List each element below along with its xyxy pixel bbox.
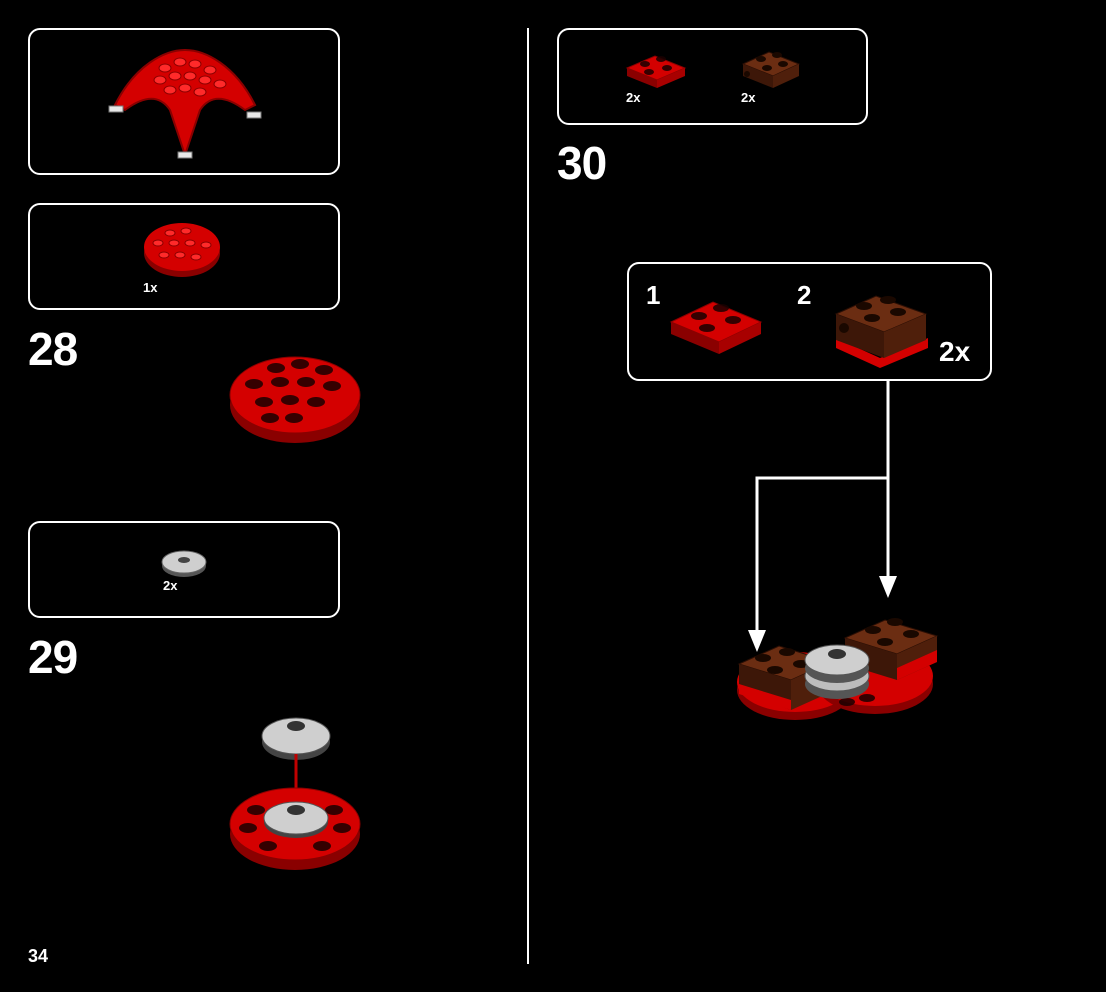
- gray-round-tile-icon: [160, 547, 210, 579]
- red-round-plate-icon: [142, 219, 222, 279]
- part-quantity: 1x: [143, 280, 157, 295]
- red-plate-2x2-icon: [623, 46, 689, 90]
- arrow-down-icon: [879, 576, 897, 598]
- step-28-parts-list: 1x: [28, 203, 340, 310]
- page-number: 34: [28, 946, 48, 967]
- part-quantity: 2x: [163, 578, 177, 593]
- step-number: 29: [28, 634, 77, 680]
- step-29-parts-list: 2x: [28, 521, 340, 618]
- previous-assembly-callout: [28, 28, 340, 175]
- brown-bracket-brick-icon: [739, 44, 805, 92]
- red-dome-assembly-image: [105, 40, 265, 160]
- subassembly-callout: 1 2 2x: [627, 262, 992, 381]
- substep-number: 2: [797, 280, 811, 311]
- step-number: 30: [557, 140, 606, 186]
- step-30-assembly-image: [735, 598, 945, 738]
- step-29-tile-placement-image: [228, 710, 363, 875]
- substep-2-brown-on-red-image: [832, 286, 932, 370]
- substep-number: 1: [646, 280, 660, 311]
- part-quantity: 2x: [626, 90, 640, 105]
- column-divider: [527, 28, 529, 964]
- step-30-parts-list: 2x 2x: [557, 28, 868, 125]
- step-28-red-round-plate-image: [228, 350, 363, 445]
- step-number: 28: [28, 326, 77, 372]
- substep-1-red-plate-image: [669, 294, 765, 366]
- subassembly-multiplier: 2x: [939, 336, 970, 368]
- part-quantity: 2x: [741, 90, 755, 105]
